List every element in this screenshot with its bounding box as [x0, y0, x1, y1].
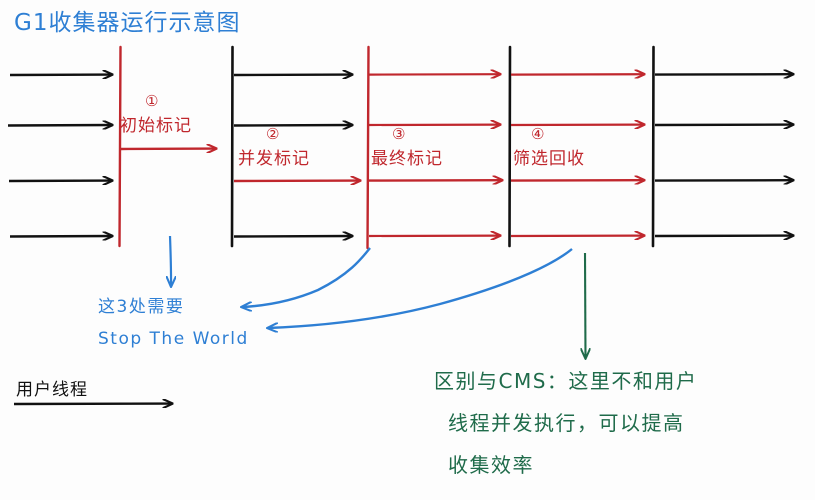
- phase-label-initial-mark: 初始标记: [120, 116, 192, 136]
- thread-arrow: [9, 236, 112, 237]
- cms-note-line-3: 收集效率: [448, 453, 534, 477]
- divider-line-1: [118, 45, 122, 248]
- phase-number-2: ②: [266, 125, 280, 143]
- thread-arrow: [7, 125, 112, 126]
- phase-number-1: ①: [145, 92, 159, 110]
- phase-label-evacuation: 筛选回收: [513, 149, 585, 169]
- phase-band-2: [233, 75, 360, 237]
- phase-number-4: ④: [531, 125, 545, 143]
- divider-line-2: [230, 45, 234, 248]
- stw-arrow-from-evacuation: [268, 248, 573, 328]
- stw-note-line-2: Stop The World: [98, 329, 249, 349]
- stw-arrow-vertical: [170, 235, 171, 286]
- page-title: G1收集器运行示意图: [14, 10, 241, 36]
- divider-line-5: [651, 45, 655, 248]
- legend-label-user-thread: 用户线程: [16, 380, 88, 400]
- stw-arrow-from-final-mark: [242, 247, 371, 307]
- timeline-dividers: [118, 45, 655, 250]
- stw-pointer-arrows: [170, 235, 573, 328]
- phase-number-3: ③: [392, 125, 406, 143]
- divider-line-3: [366, 45, 370, 250]
- cms-note-line-2: 线程并发执行，可以提高: [448, 411, 685, 435]
- cms-note-arrow: [585, 252, 586, 358]
- stw-note-line-1: 这3处需要: [98, 297, 185, 317]
- phase-label-final-mark: 最终标记: [371, 149, 443, 169]
- phase-band-3: [368, 74, 502, 236]
- phase-band-4: [510, 74, 644, 236]
- thread-arrow: [233, 125, 352, 126]
- thread-band-1: [7, 75, 112, 237]
- phase-label-concurrent-mark: 并发标记: [238, 149, 310, 169]
- thread-arrow: [233, 236, 352, 237]
- divider-line-4: [508, 45, 512, 248]
- cms-note-pointer: [585, 252, 586, 358]
- cms-note-line-1: 区别与CMS：这里不和用户: [434, 369, 698, 393]
- thread-band-5: [654, 74, 793, 236]
